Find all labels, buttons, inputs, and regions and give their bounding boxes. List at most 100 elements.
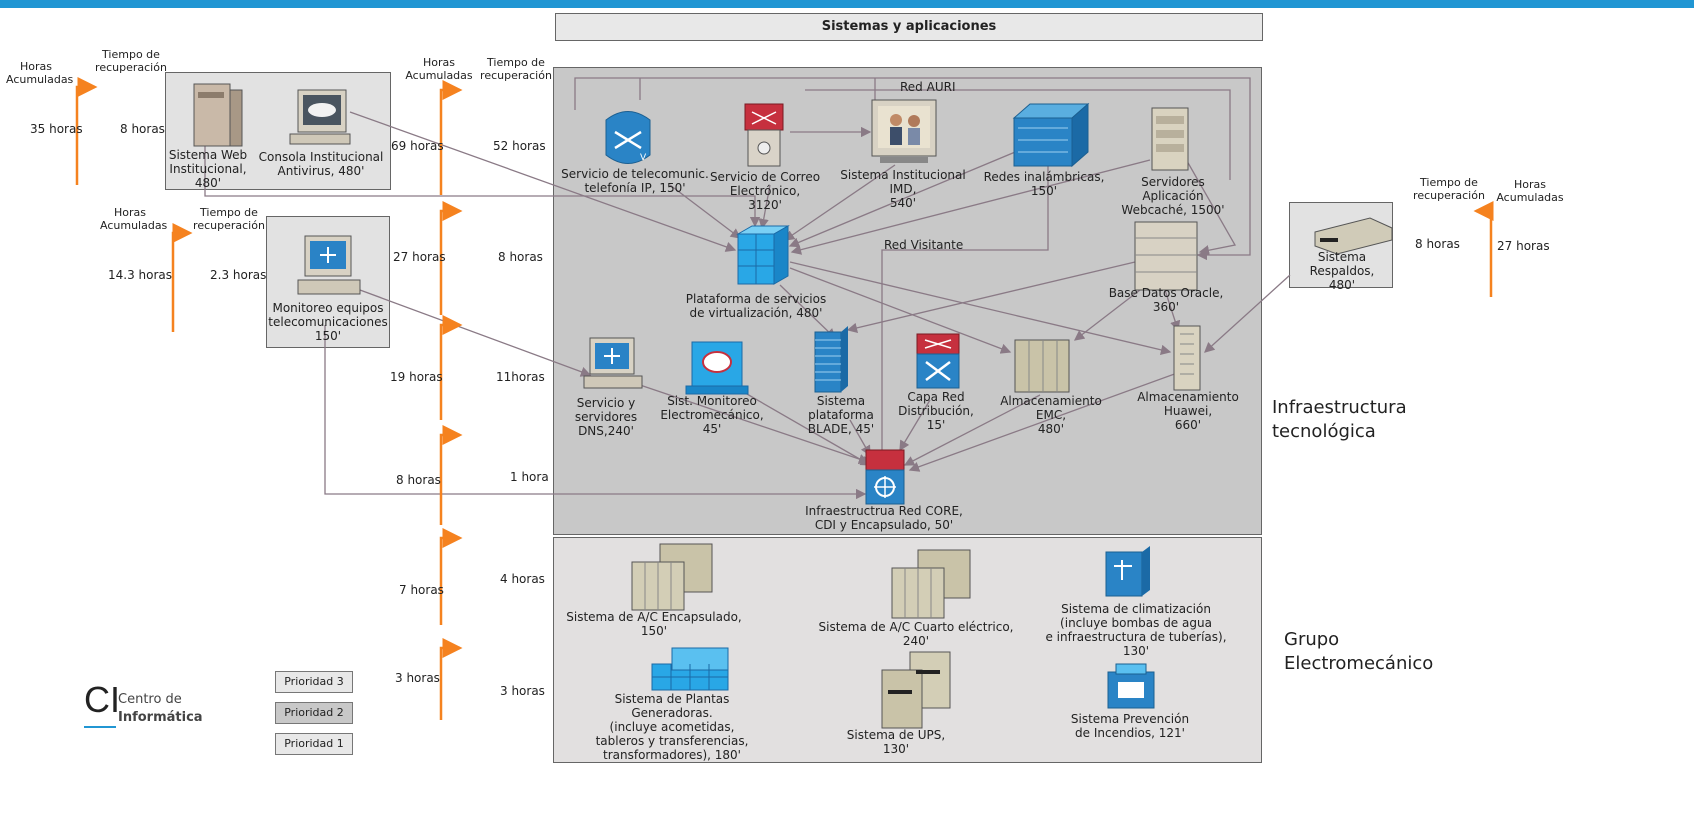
timeline-arrow-3 (439, 315, 463, 420)
router-icon: V (605, 111, 651, 164)
power-generators-icon (651, 647, 729, 691)
red-visitante-label: Red Visitante (884, 238, 964, 252)
link-virtualizacion-emc (789, 267, 1012, 354)
link-imd-virtualizacion (783, 164, 896, 241)
backup-device-icon (1314, 217, 1393, 255)
link-oracle-emc (1073, 289, 1141, 341)
row4-recuperacion: 1 hora (510, 470, 549, 484)
ups-icon (881, 651, 951, 729)
header-tiempo-recuperacion-center: Tiempo de recuperación (480, 56, 552, 82)
node-distribucion-label: Capa Red Distribución, 15' (898, 390, 974, 432)
left1-tiempo-recuperacion: 8 horas (120, 122, 165, 136)
header-tiempo-recuperacion-left2: Tiempo de recuperación (193, 206, 265, 232)
link-monitoreo-dns (359, 289, 592, 377)
link-virtualizacion-huawei (789, 261, 1172, 355)
link-electromecanico-core (739, 389, 872, 466)
left1-horas-acumuladas: 35 horas (30, 122, 83, 136)
database-server-icon (1134, 221, 1198, 291)
link-distribucion-core (899, 399, 931, 452)
node-ups-label: Sistema de UPS, 130' (846, 728, 946, 756)
right-tiempo-recuperacion: 8 horas (1415, 237, 1460, 251)
timeline-arrow-left1 (75, 77, 98, 185)
logo-mark: CI (84, 679, 120, 720)
node-respaldos-label: Sistema Respaldos, 480' (1309, 250, 1375, 292)
node-inalambricas-label: Redes inalámbricas, 150' (983, 170, 1105, 198)
link-webcache-virtualizacion (790, 159, 1151, 255)
row2-acumuladas: 27 horas (393, 250, 446, 264)
row5-recuperacion: 4 horas (500, 572, 545, 586)
logo: CI Centro de Informática (84, 680, 224, 734)
node-oracle-label: Base Datos Oracle, 360' (1108, 286, 1224, 314)
link-blade-core (849, 419, 871, 457)
node-dns-label: Servicio y servidores DNS,240' (574, 396, 638, 438)
row1-acumuladas: 69 horas (391, 139, 444, 153)
link-top-oracle (574, 77, 1251, 261)
storage-array-icon (1014, 339, 1070, 393)
node-monitoreo-label: Monitoreo equipos telecomunicaciones 150… (268, 301, 388, 343)
header-horas-acumuladas-left1: Horas Acumuladas (6, 60, 74, 86)
link-monitoreo-core (324, 325, 867, 500)
timeline-arrow-5 (439, 528, 463, 625)
blade-server-icon (814, 326, 848, 393)
row6-acumuladas: 3 horas (395, 671, 440, 685)
legend-prioridad-3: Prioridad 3 (275, 671, 353, 693)
node-plantas-label: Sistema de Plantas Generadoras. (incluye… (595, 692, 749, 762)
logo-underline (84, 726, 116, 728)
node-webcache-label: Servidores Aplicación Webcaché, 1500' (1121, 175, 1225, 217)
link-respaldos-huawei (1204, 274, 1291, 353)
row3-recuperacion: 11horas (496, 370, 545, 384)
legend-prioridad-1: Prioridad 1 (275, 733, 353, 755)
climate-control-icon (1105, 546, 1150, 597)
link-oracle-blade (846, 261, 1136, 333)
header-horas-acumuladas-right: Horas Acumuladas (1496, 178, 1564, 204)
fire-prevention-icon (1107, 663, 1155, 709)
dns-computer-icon (583, 337, 643, 389)
row3-acumuladas: 19 horas (390, 370, 443, 384)
left2-horas-acumuladas: 14.3 horas (108, 268, 173, 282)
right-horas-acumuladas: 27 horas (1497, 239, 1550, 253)
wireless-switch-icon (1012, 102, 1090, 168)
node-imd-label: Sistema Institucional IMD, 540' (840, 168, 966, 210)
timeline-arrow-1 (439, 80, 463, 195)
timeline-arrow-left2 (171, 223, 193, 332)
section-infra-label: Infraestructura tecnológica (1272, 397, 1407, 442)
header-tiempo-recuperacion-left1: Tiempo de recuperación (95, 48, 167, 74)
link-web-virtualizacion (204, 145, 761, 228)
link-oracle-huawei (1164, 289, 1181, 332)
timeline-arrow-6 (439, 638, 463, 720)
row5-acumuladas: 7 horas (399, 583, 444, 597)
link-inalambricas-virtualizacion (788, 149, 1021, 248)
node-electromecanico-label: Sist. Monitoreo Electromecánico, 45' (660, 394, 764, 436)
link-webcache-oracle (1174, 139, 1237, 256)
node-ac-encapsulado-label: Sistema de A/C Encapsulado, 150' (566, 610, 742, 638)
virtualization-cluster-icon (736, 225, 790, 285)
red-auri-label: Red AURI (900, 80, 956, 94)
link-red-auri (805, 89, 1231, 180)
node-ac-cuarto-label: Sistema de A/C Cuarto eléctrico, 240' (818, 620, 1014, 648)
link-correo-virtualizacion (758, 184, 771, 230)
section-electro-label: Grupo Electromecánico (1284, 629, 1434, 674)
row6-recuperacion: 3 horas (500, 684, 545, 698)
legend-prioridad-2: Prioridad 2 (275, 702, 353, 724)
link-dns-core (639, 384, 870, 465)
node-antivirus-label: Consola Institucional Antivirus, 480' (258, 150, 384, 178)
ac-units-icon (631, 543, 713, 611)
application-server-icon (1151, 107, 1189, 171)
storage-tower-icon (1173, 325, 1201, 391)
link-huawei-core (908, 371, 1181, 472)
node-huawei-label: Almacenamiento Huawei, 660' (1137, 390, 1239, 432)
link-telefonia-virtualizacion (669, 184, 742, 239)
header-horas-acumuladas-left2: Horas Acumuladas (100, 206, 168, 232)
logo-line2: Informática (118, 710, 203, 725)
timeline-arrow-right (1473, 201, 1494, 297)
mail-server-icon (744, 103, 784, 167)
node-core-label: Infraestructrua Red CORE, CDI y Encapsul… (805, 504, 963, 532)
server-tower-icon (193, 83, 243, 147)
node-incendios-label: Sistema Prevención de Incendios, 121' (1070, 712, 1190, 740)
node-virtualizacion-label: Plataforma de servicios de virtualizació… (685, 292, 827, 320)
header-tiempo-recuperacion-right: Tiempo de recuperación (1413, 176, 1485, 202)
node-emc-label: Almacenamiento EMC, 480' (1000, 394, 1102, 436)
core-switch-icon (865, 449, 905, 505)
